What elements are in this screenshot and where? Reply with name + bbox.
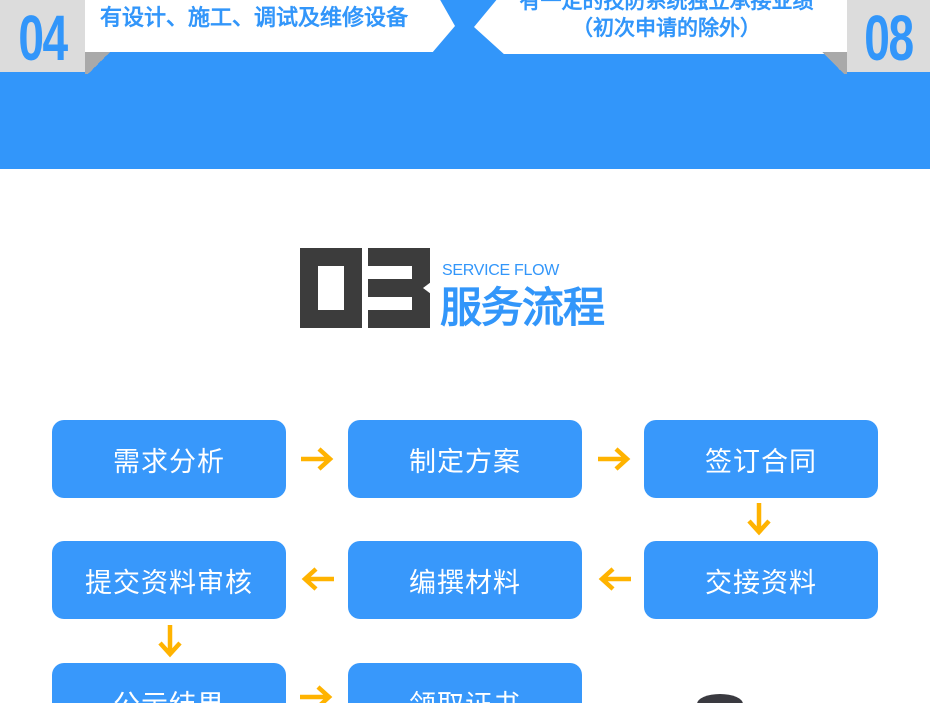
requirement-text-performance: 有一定的技防系统独立承接业绩 （初次申请的除外） bbox=[494, 0, 839, 42]
step-label: 签订合同 bbox=[705, 446, 817, 478]
flow-step-compile-materials[interactable]: 编撰材料 bbox=[348, 541, 582, 619]
badge-04: 04 bbox=[0, 0, 85, 72]
arrow-right-icon bbox=[596, 446, 632, 472]
flow-step-publish-result[interactable]: 公示结果 bbox=[52, 663, 286, 703]
ribbon-fold-shadow bbox=[819, 52, 847, 74]
person-photo-partial bbox=[697, 694, 743, 703]
arrow-down-icon bbox=[746, 501, 772, 537]
requirement-line-2: （初次申请的除外） bbox=[572, 16, 761, 40]
section-title-cn: 服务流程 bbox=[440, 283, 605, 332]
arrow-right-icon bbox=[298, 684, 334, 703]
arrow-down-icon bbox=[157, 623, 183, 659]
step-label: 公示结果 bbox=[113, 683, 225, 703]
ribbon-fold-shadow bbox=[85, 52, 113, 74]
requirement-line-1: 有一定的技防系统独立承接业绩 bbox=[519, 0, 814, 13]
step-label: 编撰材料 bbox=[409, 567, 521, 599]
requirement-ribbon-left bbox=[85, 0, 455, 52]
digit-zero-graphic bbox=[300, 248, 362, 328]
step-label: 提交资料审核 bbox=[85, 567, 253, 599]
section-heading: SERVICE FLOW 服务流程 bbox=[300, 248, 640, 332]
step-label: 交接资料 bbox=[705, 567, 817, 599]
flow-step-get-certificate[interactable]: 领取证书 bbox=[348, 663, 582, 703]
step-label: 需求分析 bbox=[113, 446, 225, 478]
arrow-left-icon bbox=[300, 566, 336, 592]
step-label: 领取证书 bbox=[409, 683, 521, 703]
requirement-ribbon-right bbox=[474, 0, 847, 54]
flow-step-plan[interactable]: 制定方案 bbox=[348, 420, 582, 498]
arrow-left-icon bbox=[597, 566, 633, 592]
section-subtitle-en: SERVICE FLOW bbox=[442, 262, 560, 279]
flow-step-sign-contract[interactable]: 签订合同 bbox=[644, 420, 878, 498]
badge-08: 08 bbox=[847, 0, 930, 72]
badge-number: 04 bbox=[18, 2, 68, 74]
step-label: 制定方案 bbox=[409, 446, 521, 478]
requirement-text-equipment: 有设计、施工、调试及维修设备 bbox=[100, 6, 409, 31]
arrow-right-icon bbox=[299, 446, 335, 472]
flow-step-submit-review[interactable]: 提交资料审核 bbox=[52, 541, 286, 619]
flow-step-requirement-analysis[interactable]: 需求分析 bbox=[52, 420, 286, 498]
section-number-03 bbox=[300, 248, 431, 330]
digit-three-graphic bbox=[368, 248, 431, 328]
flow-step-handover-materials[interactable]: 交接资料 bbox=[644, 541, 878, 619]
badge-number: 08 bbox=[864, 2, 914, 74]
